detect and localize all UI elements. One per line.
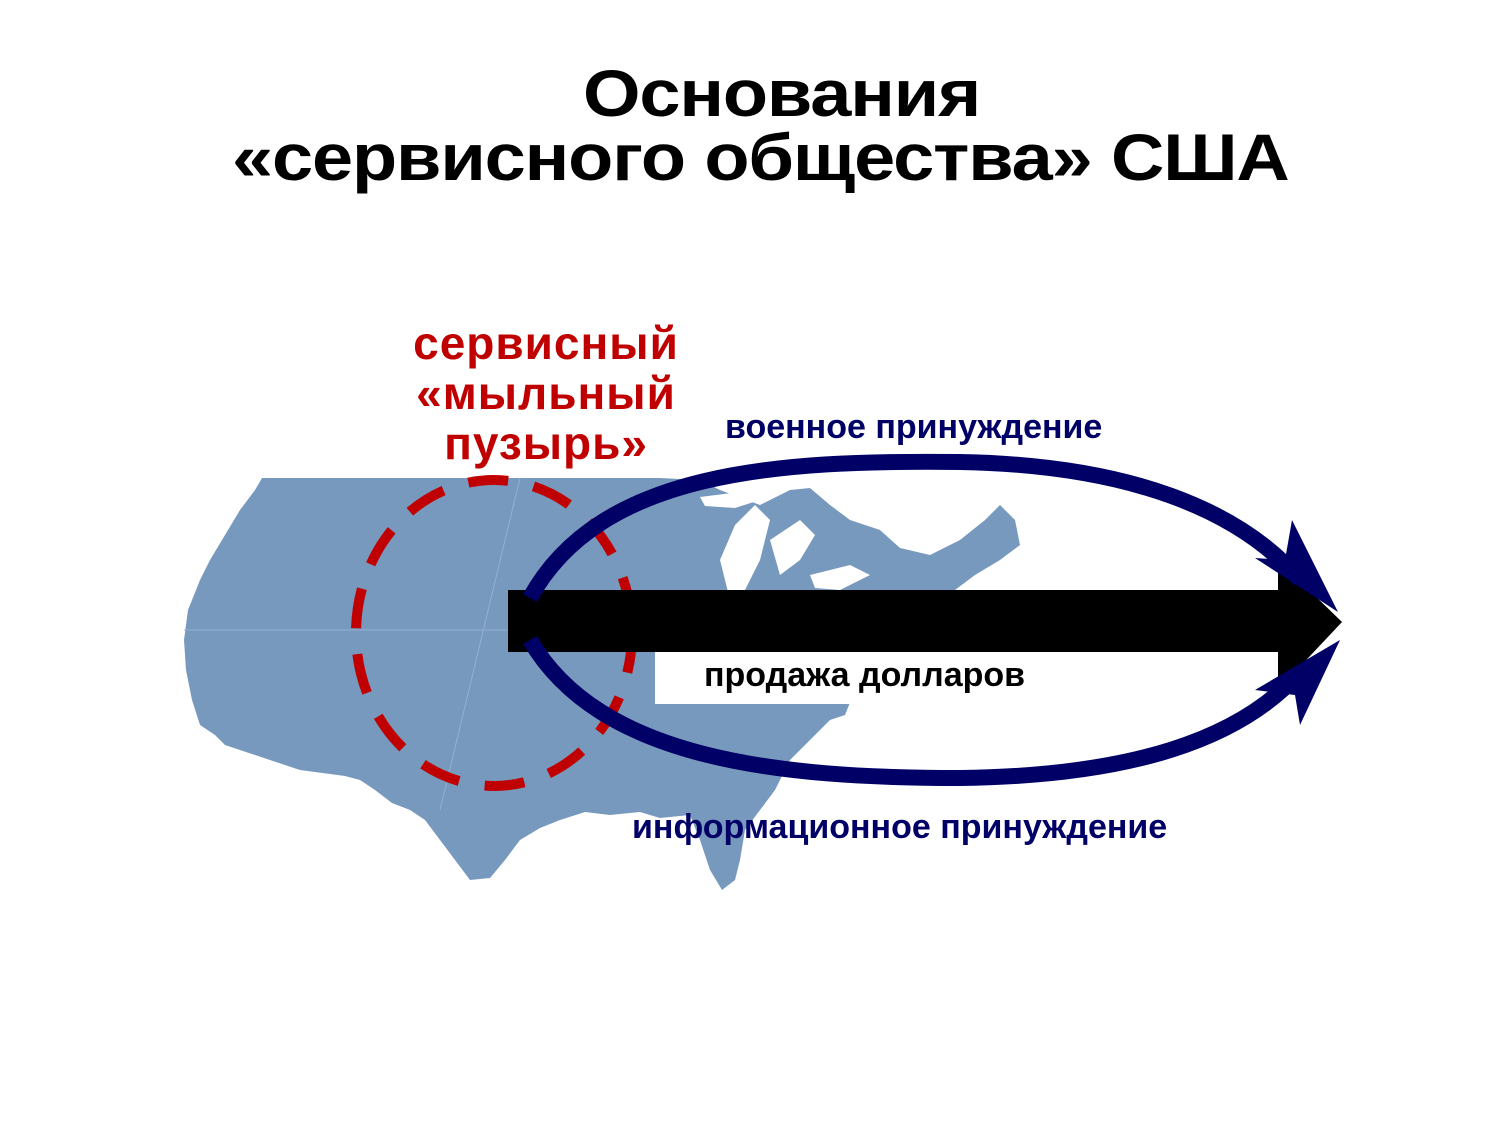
main-arrow xyxy=(508,560,1342,690)
bubble-label-line-2: «мыльный xyxy=(416,367,676,419)
bottom-curved-arrow xyxy=(523,635,1306,787)
bubble-label-line-3: пузырь» xyxy=(444,417,648,469)
information-coercion-label: информационное принуждение xyxy=(632,808,1168,846)
top-curved-arrow xyxy=(522,453,1307,602)
dollar-sales-label: продажа долларов xyxy=(704,656,1026,694)
title-line-1: Основания xyxy=(583,56,981,130)
bubble-label-line-1: сервисный xyxy=(413,317,679,369)
title-line-2: «сервисного общества» США xyxy=(232,120,1290,194)
top-arrow-head xyxy=(1255,520,1338,612)
military-coercion-label: военное принуждение xyxy=(725,408,1103,446)
bubble-label: сервисный «мыльный пузырь» xyxy=(386,318,706,468)
bottom-arrow-head xyxy=(1255,640,1340,725)
